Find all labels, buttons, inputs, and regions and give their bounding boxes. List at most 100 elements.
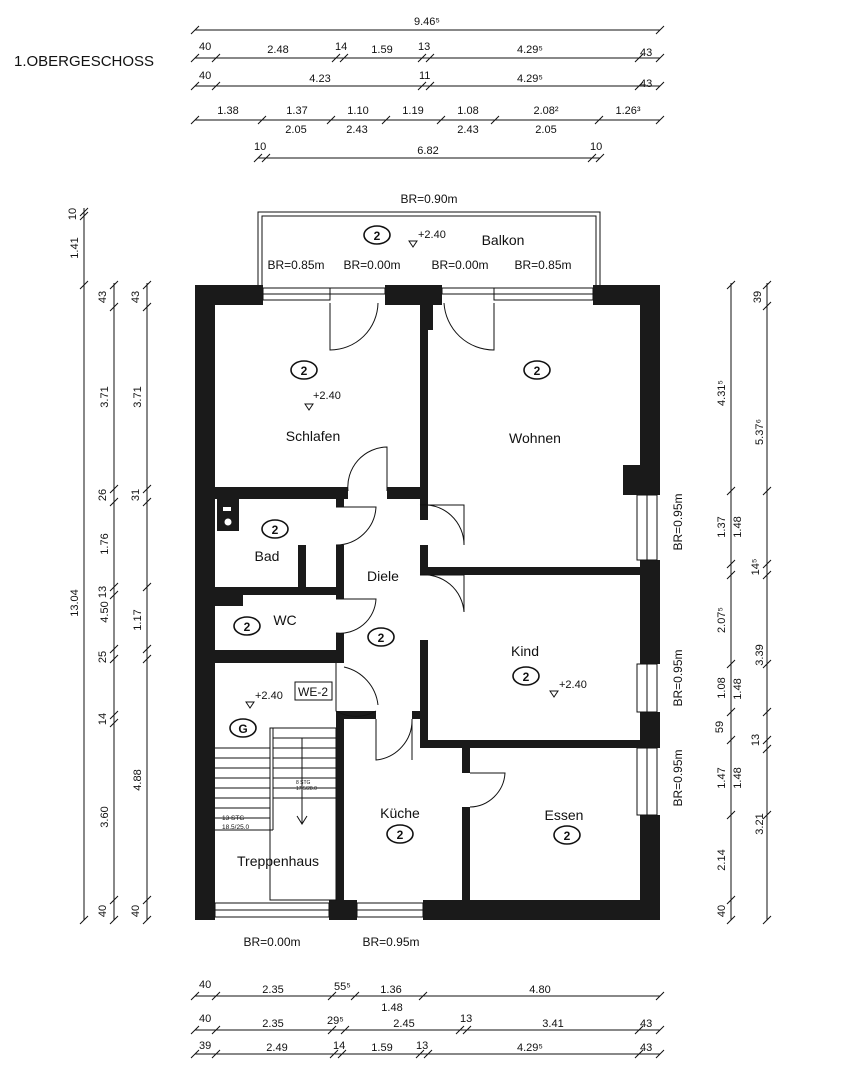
dim-label: 2.45 [393, 1018, 414, 1030]
dim-label: 39 [199, 1040, 211, 1052]
room-number-badge: 2 [564, 829, 571, 843]
stair-label-lower: 13 STG [222, 815, 244, 822]
dim-label: 40 [716, 905, 728, 917]
dim-label: 1.59 [371, 44, 392, 56]
dim-label: 3.71 [99, 386, 111, 407]
unit-label: WE-2 [298, 685, 328, 699]
dim-label: 1.59 [371, 1042, 392, 1054]
dim-label: 1.48 [381, 1002, 402, 1014]
dim-label: 4.29⁵ [517, 44, 543, 56]
dim-label: 2.43 [457, 124, 478, 136]
dim-label: 1.26³ [615, 105, 640, 117]
room-number-badge: 2 [534, 364, 541, 378]
doors [329, 302, 506, 808]
dim-label: 39 [752, 291, 764, 303]
dim-label: 55⁵ [334, 981, 351, 993]
dim-label: 1.48 [732, 767, 744, 788]
room-label-treppenhaus: Treppenhaus [237, 853, 319, 869]
room-number-badge: 2 [397, 828, 404, 842]
dim-label: 13 [97, 586, 109, 598]
dim-label: 4.23 [309, 73, 330, 85]
dim-label: 25 [97, 651, 109, 663]
dim-label: 3.41 [542, 1018, 563, 1030]
dim-label: 14 [97, 713, 109, 725]
dim-label: 4.80 [529, 984, 550, 996]
dim-label: 26 [97, 489, 109, 501]
room-number-badge: 2 [374, 229, 381, 243]
dim-label: 43 [640, 47, 652, 59]
room-label-diele: Diele [367, 568, 399, 584]
outer-walls [195, 285, 660, 920]
dim-label: 14 [333, 1040, 345, 1052]
dim-label: 1.76 [99, 533, 111, 554]
dim-label: 1.37 [716, 516, 728, 537]
dim-label: 4.31⁵ [716, 380, 728, 406]
bottom-dimension-rows: 40 2.35 55⁵ 1.36 4.80 1.48 40 2.35 29⁵ 2… [190, 979, 665, 1059]
dim-label: 13 [460, 1013, 472, 1025]
dim-label: 3.71 [132, 386, 144, 407]
opening-width-label: BR=0.00m [431, 258, 488, 272]
dim-label: 10 [254, 141, 266, 153]
dim-label: 3.60 [99, 806, 111, 827]
dim-label: 2.43 [346, 124, 367, 136]
top-dimension-rows: 9.46⁵ 40 2.48 14 1.59 13 4.29⁵ 43 40 4.2… [190, 16, 665, 163]
staircase: 8 STG 17.5/28.0 13 STG 18.5/25.0 [215, 727, 337, 901]
room-label-wohnen: Wohnen [509, 430, 561, 446]
dim-label: 31 [130, 489, 142, 501]
dim-label: 2.48 [267, 44, 288, 56]
dim-label: 1.47 [716, 767, 728, 788]
dim-label: 14⁵ [750, 559, 762, 576]
room-label-balkon: Balkon [482, 232, 525, 248]
dim-label: 13 [750, 734, 762, 746]
dim-label: 10 [67, 208, 79, 220]
dim-label: 13.04 [69, 589, 81, 617]
dim-label: 1.36 [380, 984, 401, 996]
dim-label: 40 [199, 979, 211, 991]
balcony: BR=0.90m Balkon BR=0.85m BR=0.00m BR=0.0… [257, 192, 601, 289]
dim-label: 1.48 [732, 516, 744, 537]
opening-labels: BR=0.95m BR=0.95m BR=0.95m BR=0.00m BR=0… [243, 493, 685, 949]
room-label-kind: Kind [511, 643, 539, 659]
dim-label: 5.37⁶ [754, 419, 766, 445]
level-marker: +2.40 [255, 690, 283, 702]
dim-label: 1.17 [132, 609, 144, 630]
dim-label: 13 [418, 41, 430, 53]
stair-label-upper: 17.5/28.0 [296, 786, 317, 792]
dim-label: 43 [97, 291, 109, 303]
dim-label: 1.08 [716, 677, 728, 698]
opening-width-label: BR=0.00m [343, 258, 400, 272]
room-number-badge: 2 [244, 620, 251, 634]
opening-width-label: BR=0.95m [671, 493, 685, 550]
dim-label: 2.07⁵ [716, 607, 728, 633]
dim-label: 43 [640, 1018, 652, 1030]
level-marker: +2.40 [559, 679, 587, 691]
dim-label: 2.35 [262, 1018, 283, 1030]
opening-width-label: BR=0.95m [671, 649, 685, 706]
dim-label: 2.05 [535, 124, 556, 136]
dim-label: 40 [199, 1013, 211, 1025]
opening-width-label: BR=0.00m [243, 935, 300, 949]
room-number-badge: 2 [523, 670, 530, 684]
dim-label: 2.35 [262, 984, 283, 996]
dim-label: 43 [130, 291, 142, 303]
level-marker: +2.40 [418, 229, 446, 241]
floor-badge: G [238, 722, 247, 736]
dim-label: 11 [419, 70, 430, 82]
stair-label-upper: 8 STG [296, 780, 311, 786]
room-label-wc: WC [273, 612, 296, 628]
dim-label: 14 [335, 41, 347, 53]
dim-label: 43 [640, 78, 652, 90]
left-dimension-columns: 10 1.41 13.04 43 3.71 26 1.76 13 4.50 25… [67, 207, 152, 925]
dim-label: 2.14 [716, 849, 728, 870]
opening-width-label: BR=0.95m [671, 749, 685, 806]
opening-width-label: BR=0.85m [514, 258, 571, 272]
opening-width-label: BR=0.95m [362, 935, 419, 949]
dim-label: 1.38 [217, 105, 238, 117]
dim-label: 2.08² [533, 105, 558, 117]
dim-label: 10 [590, 141, 602, 153]
dim-label: 40 [130, 905, 142, 917]
dim-label: 1.48 [732, 678, 744, 699]
plan-title: 1.OBERGESCHOSS [14, 53, 154, 70]
dim-label: 43 [640, 1042, 652, 1054]
